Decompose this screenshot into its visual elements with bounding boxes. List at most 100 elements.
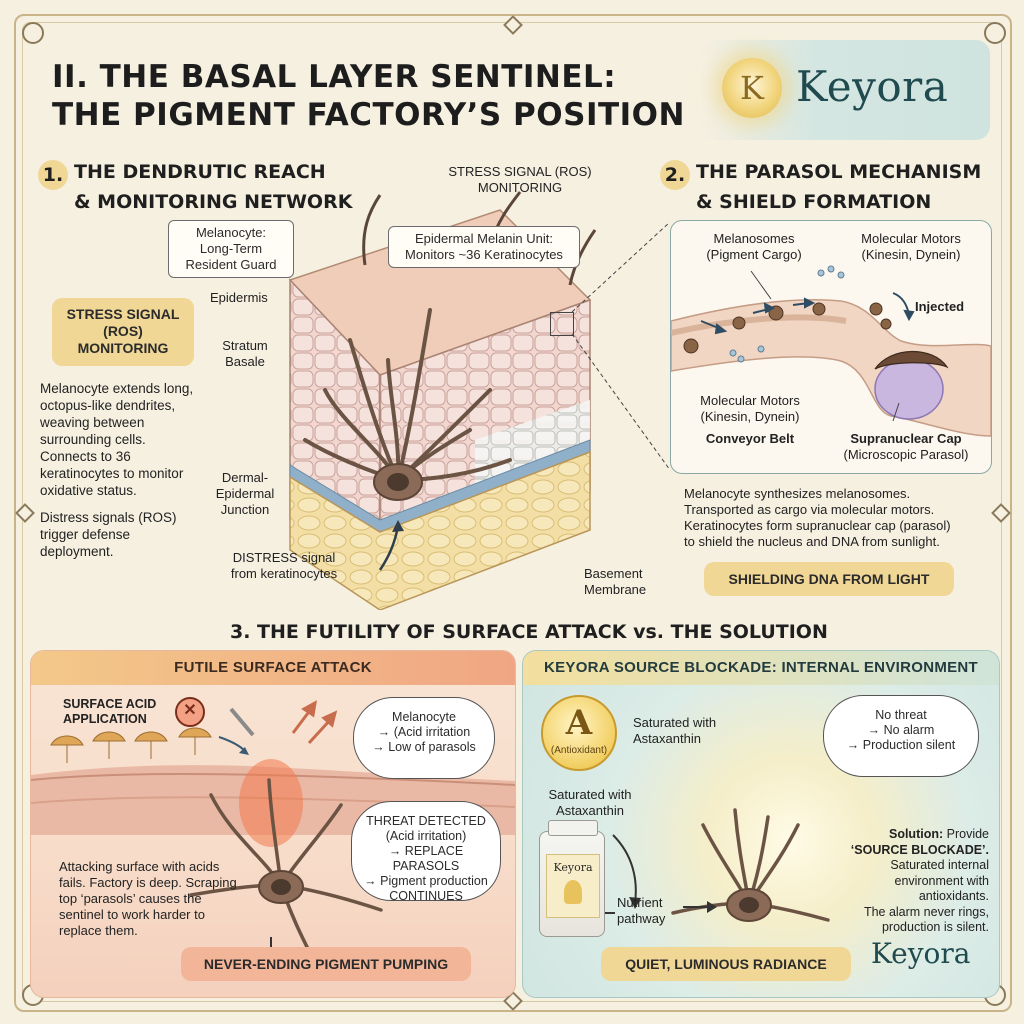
layer-junction-line-1: Dermal- (221, 470, 269, 485)
zoom-lines (571, 221, 671, 471)
section-3-heading: 3. THE FUTILITY OF SURFACE ATTACK vs. TH… (230, 621, 828, 643)
futile-attack-panel: FUTILE SURFACE ATTACK (30, 650, 516, 998)
thought-cloud-no-threat-line-2: → No alarm (867, 723, 935, 737)
parasol-mechanism-diagram (671, 265, 991, 437)
melanin-unit-callout: Epidermal Melanin Unit: Monitors ~36 Ker… (388, 226, 580, 268)
supranuclear-cap-line-1: Supranuclear Cap (850, 431, 962, 446)
title-line-2: THE PIGMENT FACTORY’S POSITION (52, 97, 685, 133)
basement-membrane-label: Basement Membrane (584, 566, 646, 598)
thought-cloud-no-threat: No threat → No alarm → Production silent (823, 695, 979, 777)
melanosomes-label: Melanosomes (Pigment Cargo) (689, 231, 819, 263)
distress-signal-label: DISTRESS signal from keratinocytes (214, 550, 354, 582)
section-1-body-paragraph-2: Distress signals (ROS) trigger defense d… (40, 510, 177, 559)
skin-block-illustration (288, 191, 597, 610)
section-1-heading: 1. THE DENDRUTIC REACH & MONITORING NETWO… (38, 160, 352, 214)
zoom-marker (550, 312, 574, 336)
section-2-body-line-4: to shield the nucleus and DNA from sunli… (684, 534, 940, 549)
melanocyte-callout: Melanocyte: Long-Term Resident Guard (168, 220, 294, 278)
prohibited-icon: ✕ (175, 697, 205, 727)
molecular-motors-bottom-line-2: (Kinesin, Dynein) (700, 409, 800, 424)
antioxidant-badge-subtitle: (Antioxidant) (550, 745, 608, 756)
thought-cloud-threat-line-1: THREAT DETECTED (366, 814, 486, 828)
thought-cloud-melanocyte-line-2: → (Acid irritation (377, 725, 471, 739)
thought-cloud-threat: THREAT DETECTED (Acid irritation) → REPL… (351, 801, 501, 903)
acid-application-label: SURFACE ACID APPLICATION (63, 697, 156, 727)
stress-signal-top-label: STRESS SIGNAL (ROS) MONITORING (420, 164, 620, 196)
solution-lead: Solution: (888, 827, 944, 841)
solution-line-5: The alarm never rings, (863, 904, 989, 919)
thought-cloud-no-threat-line-1: No threat (875, 708, 927, 722)
brand-logo-letter: K (740, 69, 764, 107)
molecular-motors-top-line-2: (Kinesin, Dynein) (861, 247, 961, 262)
melanocyte-callout-line-1: Melanocyte: (195, 225, 267, 240)
section-1-number: 1. (38, 160, 68, 190)
section-2-body-line-2: Transported as cargo via molecular motor… (684, 502, 935, 517)
saturated-label-1: Saturated with Astaxanthin (633, 715, 716, 747)
futile-attack-header: FUTILE SURFACE ATTACK (31, 651, 515, 685)
brand-name: Keyora (796, 62, 949, 111)
distress-signal-line-1: DISTRESS signal (232, 550, 336, 565)
page-title: II. THE BASAL LAYER SENTINEL: THE PIGMEN… (52, 58, 685, 134)
thought-cloud-threat-line-5: CONTINUES (389, 889, 463, 903)
thought-cloud-melanocyte-line-3: → Low of parasols (372, 740, 476, 754)
corner-ornament-icon (984, 22, 1006, 44)
corner-ornament-icon (22, 22, 44, 44)
conveyor-belt-label: Conveyor Belt (705, 431, 795, 446)
stress-signal-badge: STRESS SIGNAL (ROS) MONITORING (52, 298, 194, 366)
thought-cloud-threat-line-2: (Acid irritation) (385, 829, 467, 843)
nutrient-pathway-line-2: pathway (617, 911, 666, 926)
nutrient-pathway-line-1: Nutrient (617, 895, 663, 910)
panel-brand-name: Keyora (871, 937, 971, 970)
nutrient-pathway-label: Nutrient pathway (617, 895, 665, 927)
diamond-ornament-icon (15, 503, 35, 523)
section-2-number: 2. (660, 160, 690, 190)
section-1-body-paragraph-1: Melanocyte extends long, octopus-like de… (40, 381, 194, 498)
thought-cloud-melanocyte-line-1: Melanocyte (392, 710, 456, 724)
quiet-radiance-badge: QUIET, LUMINOUS RADIANCE (601, 947, 851, 981)
solution-line-1: Provide (943, 827, 989, 841)
acid-application-line-1: SURFACE ACID (63, 697, 157, 711)
layer-junction-label: Dermal- Epidermal Junction (212, 470, 278, 518)
supplement-bottle-icon: Keyora (539, 820, 605, 937)
section-2-body-line-1: Melanocyte synthesizes melanosomes. (684, 486, 911, 501)
section-2-heading: 2.THE PARASOL MECHANISM & SHIELD FORMATI… (660, 160, 981, 214)
diamond-ornament-icon (503, 15, 523, 35)
never-ending-pumping-badge: NEVER-ENDING PIGMENT PUMPING (181, 947, 471, 981)
acid-application-line-2: APPLICATION (63, 712, 147, 726)
section-2-heading-line-2: & SHIELD FORMATION (696, 191, 932, 213)
supranuclear-cap-label: Supranuclear Cap (Microscopic Parasol) (831, 431, 981, 463)
section-2-body: Melanocyte synthesizes melanosomes. Tran… (684, 486, 994, 550)
molecular-motors-bottom-label: Molecular Motors (Kinesin, Dynein) (685, 393, 815, 425)
saturated-label-2-line-1: Saturated with (548, 787, 632, 802)
antioxidant-badge-icon: A (Antioxidant) (541, 695, 617, 771)
thought-cloud-threat-line-4: → Pigment production (364, 874, 488, 888)
shielding-dna-badge: SHIELDING DNA FROM LIGHT (704, 562, 954, 596)
section-1-heading-line-2: & MONITORING NETWORK (74, 191, 353, 213)
saturated-label-1-line-1: Saturated with (633, 715, 717, 730)
saturated-label-1-line-2: Astaxanthin (633, 731, 701, 746)
solution-line-6: production is silent. (881, 920, 989, 934)
brand-logo-icon: K (722, 58, 782, 118)
diamond-ornament-icon (991, 503, 1011, 523)
solution-line-2: ‘SOURCE BLOCKADE’. (850, 842, 989, 857)
molecular-motors-bottom-line-1: Molecular Motors (700, 393, 800, 408)
melanocyte-callout-line-2: Long-Term (199, 241, 263, 256)
layer-epidermis-label: Epidermis (210, 290, 268, 305)
basement-membrane-line-2: Membrane (584, 582, 647, 597)
injected-label: Injected (915, 299, 965, 314)
melanin-unit-callout-line-1: Epidermal Melanin Unit: (414, 231, 553, 246)
saturated-label-2: Saturated with Astaxanthin (535, 787, 645, 819)
source-blockade-illustration (603, 808, 830, 979)
layer-junction-line-3: Junction (220, 502, 270, 517)
layer-basale-label: Stratum Basale (212, 338, 278, 370)
section-1-heading-line-1: THE DENDRUTIC REACH (74, 161, 326, 183)
source-blockade-panel: KEYORA SOURCE BLOCKADE: INTERNAL ENVIRON… (522, 650, 1000, 998)
bottle-label-text: Keyora (553, 861, 593, 874)
thought-cloud-threat-line-3: → REPLACE PARASOLS (388, 844, 464, 873)
supranuclear-cap-line-2: (Microscopic Parasol) (843, 447, 969, 462)
layer-junction-line-2: Epidermal (215, 486, 275, 501)
solution-line-4: environment with antioxidants. (894, 873, 990, 904)
layer-basale-line-2: Basale (225, 354, 265, 369)
melanin-unit-callout-line-2: Monitors ~36 Keratinocytes (405, 247, 563, 262)
antioxidant-badge-letter: A (565, 703, 593, 743)
